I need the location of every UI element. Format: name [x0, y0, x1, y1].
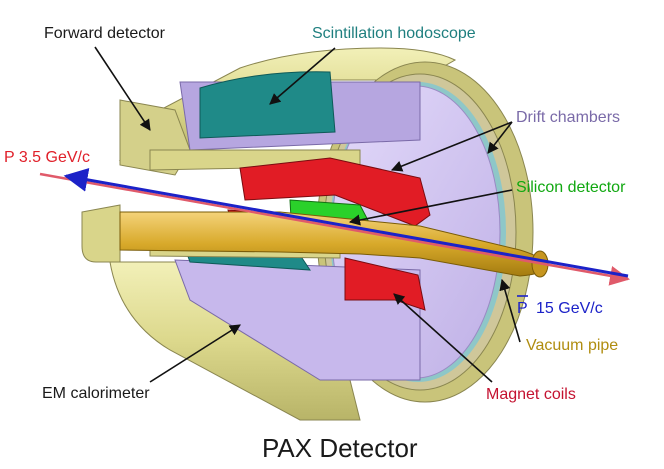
- leader-vacuum-pipe: [499, 278, 521, 343]
- antiproton-beam-line: [63, 167, 629, 278]
- leader-magnet-coils: [393, 293, 493, 383]
- label-em-calorimeter: EM calorimeter: [42, 385, 150, 402]
- label-forward-detector: Forward detector: [44, 25, 166, 42]
- label-scintillation-hodoscope: Scintillation hodoscope: [312, 25, 476, 42]
- label-drift-chambers: Drift chambers: [516, 109, 620, 126]
- label-vacuum-pipe: Vacuum pipe: [526, 337, 618, 354]
- label-magnet-coils: Magnet coils: [486, 386, 576, 403]
- leader-em-calorimeter: [149, 324, 241, 383]
- antiproton-energy: 15 GeV/c: [536, 300, 603, 317]
- label-proton-beam: P 3.5 GeV/c: [4, 149, 90, 166]
- beams: [39, 167, 630, 286]
- proton-beam-line: [39, 172, 630, 286]
- leader-silicon-detector: [348, 189, 513, 226]
- leader-lines: [94, 46, 521, 383]
- antiproton-symbol: P: [517, 300, 528, 317]
- leader-scintillation-hodoscope: [269, 47, 336, 105]
- leader-drift-chambers-a: [390, 121, 513, 172]
- label-silicon-detector: Silicon detector: [516, 179, 626, 196]
- label-antiproton-beam: P 15 GeV/c: [517, 295, 603, 317]
- diagram-caption: PAX Detector: [262, 433, 418, 463]
- labels: Forward detector Scintillation hodoscope…: [4, 25, 626, 463]
- leader-drift-chambers-b: [487, 121, 513, 154]
- leader-forward-detector: [94, 46, 151, 131]
- scintillation-hodoscope: [184, 71, 336, 271]
